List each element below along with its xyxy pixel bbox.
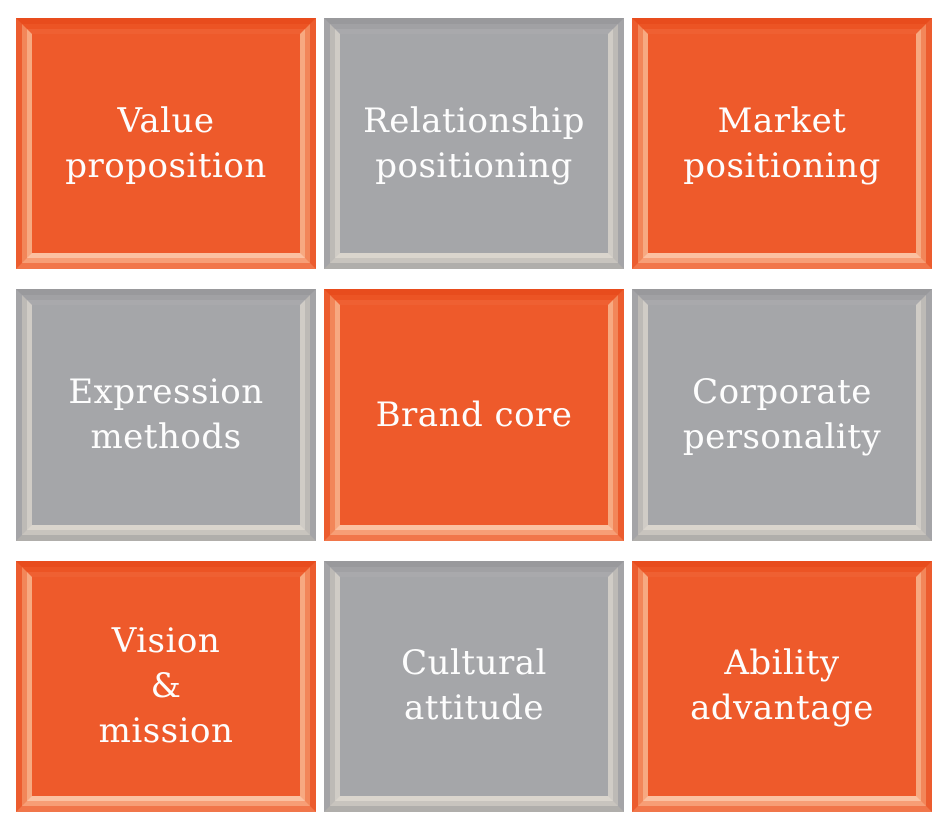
tile-frame-inner: Corporate personality <box>643 300 921 530</box>
tile-fill: Brand core <box>340 305 608 525</box>
tile-fill: Expression methods <box>32 305 300 525</box>
tile-ability-advantage: Ability advantage <box>632 560 932 812</box>
tile-label: Market positioning <box>683 100 881 186</box>
tile-frame-inner: Brand core <box>335 300 613 530</box>
tile-cultural-attitude: Cultural attitude <box>324 560 624 812</box>
tile-corporate-personality: Corporate personality <box>632 289 932 541</box>
tile-label: Corporate personality <box>682 372 882 457</box>
tile-fill: Vision & mission <box>32 576 300 796</box>
tile-frame-inner: Value proposition <box>27 29 305 259</box>
tile-frame: Brand core <box>330 295 618 535</box>
tile-frame-inner: Cultural attitude <box>335 571 613 801</box>
tile-frame-inner: Relationship positioning <box>335 29 613 259</box>
tile-brand-core: Brand core <box>324 289 624 541</box>
tile-frame: Ability advantage <box>638 566 926 806</box>
tile-frame: Value proposition <box>22 24 310 264</box>
tile-label: Relationship positioning <box>363 100 585 186</box>
tile-expression-methods: Expression methods <box>16 289 316 541</box>
tile-label: Brand core <box>375 394 573 435</box>
tile-frame: Market positioning <box>638 24 926 264</box>
tile-label: Vision & mission <box>98 621 234 751</box>
tile-frame: Vision & mission <box>22 566 310 806</box>
tile-frame: Relationship positioning <box>330 24 618 264</box>
tile-market-positioning: Market positioning <box>632 18 932 270</box>
tile-fill: Cultural attitude <box>340 576 608 796</box>
tile-frame: Corporate personality <box>638 295 926 535</box>
tile-frame: Expression methods <box>22 295 310 535</box>
tile-fill: Market positioning <box>648 34 916 254</box>
tile-value-proposition: Value proposition <box>16 18 316 270</box>
tile-label: Ability advantage <box>690 643 874 729</box>
tile-frame: Cultural attitude <box>330 566 618 806</box>
tile-frame-inner: Ability advantage <box>643 571 921 801</box>
tile-frame-inner: Expression methods <box>27 300 305 530</box>
tile-fill: Relationship positioning <box>340 34 608 254</box>
tile-fill: Value proposition <box>32 34 300 254</box>
tile-fill: Ability advantage <box>648 576 916 796</box>
tile-frame-inner: Market positioning <box>643 29 921 259</box>
tile-label: Value proposition <box>65 100 267 186</box>
tile-fill: Corporate personality <box>648 305 916 525</box>
tile-relationship-positioning: Relationship positioning <box>324 18 624 270</box>
tile-label: Expression methods <box>68 372 264 457</box>
tile-vision-and-mission: Vision & mission <box>16 560 316 812</box>
tile-label: Cultural attitude <box>401 643 547 729</box>
tile-frame-inner: Vision & mission <box>27 571 305 801</box>
